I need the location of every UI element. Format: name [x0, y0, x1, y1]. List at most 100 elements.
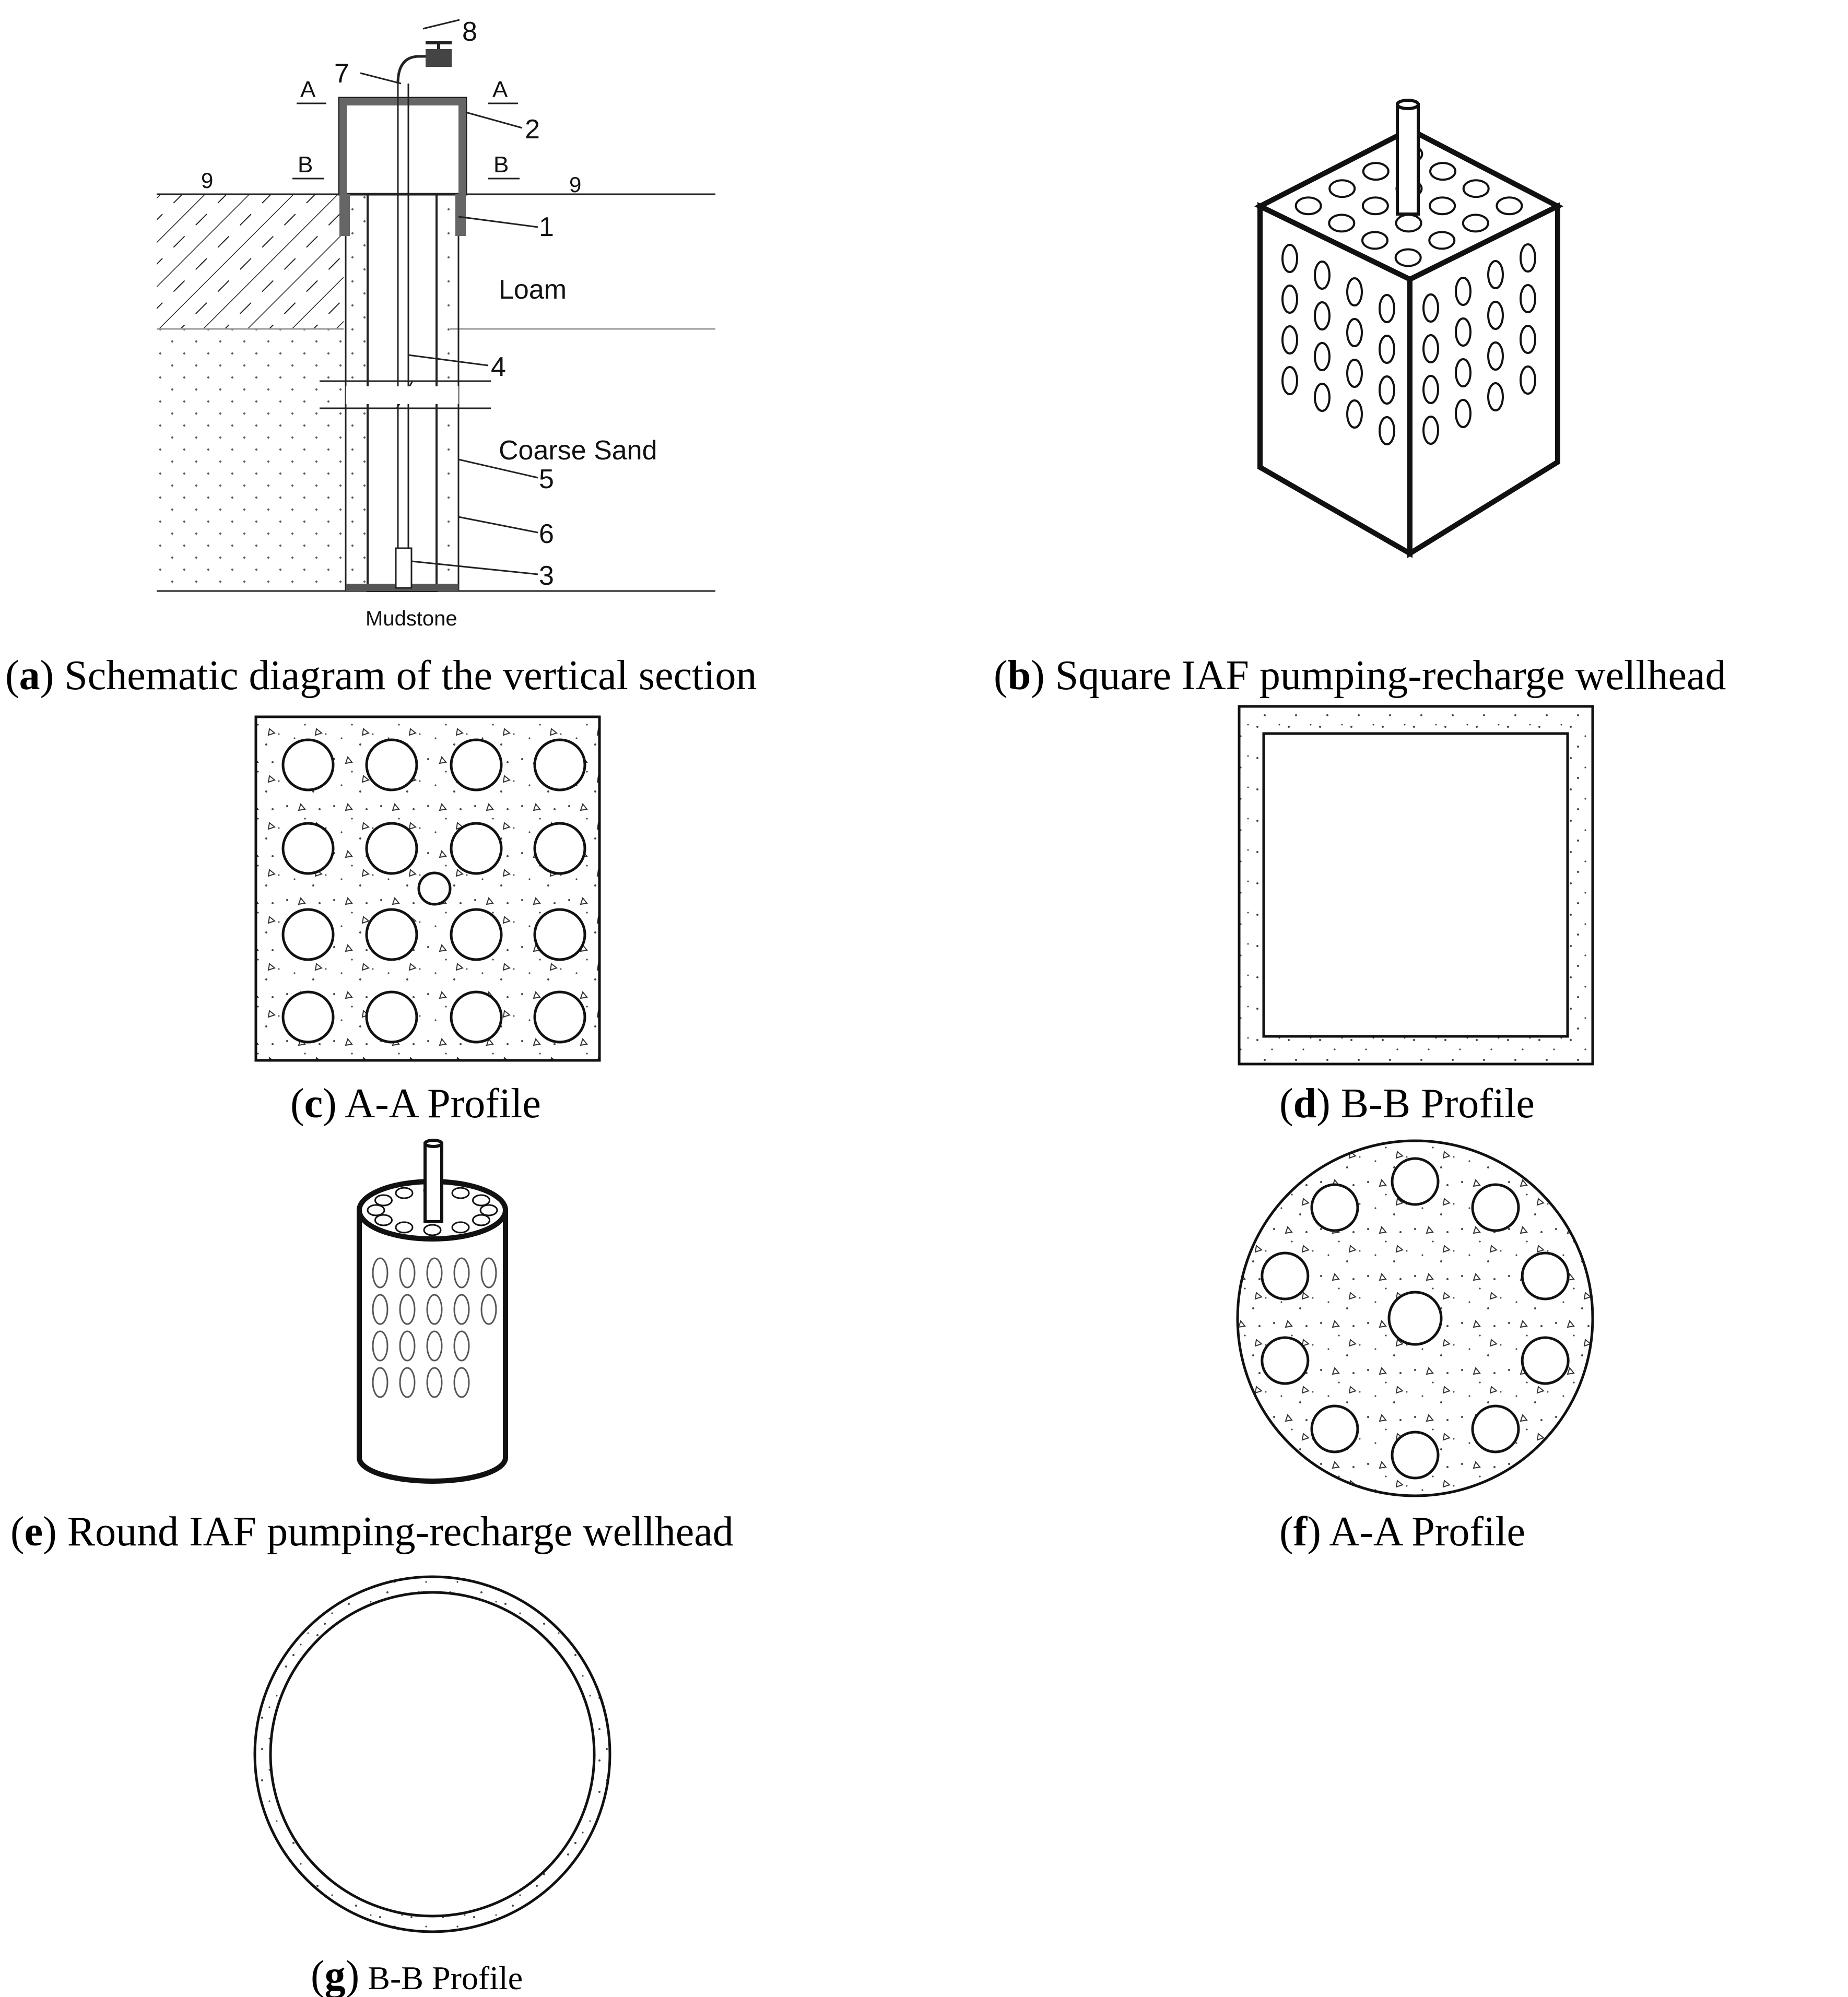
hole: [367, 1204, 385, 1216]
hole: [395, 1221, 414, 1234]
section-b-left: B: [298, 152, 313, 178]
center-pipe: [1396, 103, 1420, 216]
hole: [395, 1187, 414, 1199]
panel-f-aa-profile-round: (f) A-A Profile: [1236, 1139, 1594, 1555]
hole: [1361, 231, 1388, 250]
hole: [450, 738, 503, 791]
label-1: 1: [539, 212, 554, 242]
side-holes: [372, 1257, 497, 1398]
panel-g-bb-profile-round: (g) B-B Profile: [253, 1575, 611, 1997]
hole: [1346, 399, 1363, 429]
hole: [399, 1294, 416, 1325]
caption-a: (a) Schematic diagram of the vertical se…: [5, 653, 757, 699]
pump: [395, 547, 413, 589]
center-pipe: [423, 1142, 443, 1223]
hole: [1520, 284, 1536, 313]
caption-b: (b) Square IAF pumping-recharge wellhead: [994, 653, 1726, 699]
hole: [1328, 179, 1356, 198]
hole: [374, 1194, 393, 1207]
hole: [1310, 1404, 1359, 1454]
hole: [426, 1367, 443, 1398]
center-pipe-hole: [417, 871, 452, 906]
hole: [1520, 365, 1536, 395]
hole: [1314, 342, 1331, 371]
hole: [1429, 162, 1457, 181]
hole: [365, 908, 418, 961]
hole: [450, 908, 503, 961]
left-face-holes: [1281, 244, 1395, 445]
label-7: 7: [334, 58, 349, 89]
leader-lines: [360, 19, 538, 575]
coarse-sand-layer: [157, 329, 344, 591]
hole: [1521, 1251, 1570, 1301]
hole: [472, 1214, 491, 1226]
caption-c: (c) A-A Profile: [290, 1081, 541, 1127]
hole: [1395, 214, 1422, 233]
hole: [1281, 285, 1298, 314]
hole: [281, 822, 335, 875]
label-9-right: 9: [569, 172, 581, 197]
hole: [1455, 358, 1472, 387]
hole: [450, 990, 503, 1044]
hole: [533, 738, 586, 791]
hole: [480, 1257, 497, 1289]
hole: [1346, 277, 1363, 306]
hole: [426, 1294, 443, 1325]
hole: [533, 822, 586, 875]
label-5: 5: [539, 464, 554, 494]
hole: [1521, 1336, 1570, 1385]
profile-holes: [281, 738, 586, 1044]
hole: [426, 1330, 443, 1362]
hole: [1422, 375, 1439, 404]
hole: [1261, 1251, 1310, 1301]
panel-d-bb-profile-square: (d) B-B Profile: [1238, 705, 1594, 1127]
hole: [281, 738, 335, 791]
label-6: 6: [539, 519, 554, 549]
label-9-left: 9: [201, 168, 213, 193]
hole: [1294, 196, 1322, 216]
section-a-left: A: [300, 77, 316, 102]
hole: [1455, 317, 1472, 347]
hole: [281, 990, 335, 1044]
hole: [451, 1221, 470, 1234]
hole: [480, 1294, 497, 1325]
hole: [472, 1194, 491, 1207]
caption-e: (e) Round IAF pumping-recharge wellhead: [10, 1509, 734, 1555]
label-3: 3: [539, 561, 554, 591]
hole: [1394, 248, 1422, 267]
caption-g: (g) B-B Profile: [311, 1953, 523, 1997]
mudstone-label: Mudstone: [366, 607, 457, 630]
hole: [1361, 196, 1389, 216]
hole: [1328, 214, 1356, 233]
label-8: 8: [462, 17, 477, 47]
section-b-right: B: [493, 152, 509, 178]
hole: [1314, 383, 1331, 412]
hole: [399, 1330, 416, 1362]
hole: [1379, 375, 1395, 405]
panel-c-aa-profile-square: (c) A-A Profile: [254, 715, 601, 1127]
break-marks: [320, 380, 491, 409]
hole: [1281, 325, 1298, 355]
hole: [1314, 301, 1331, 330]
hole: [1487, 382, 1504, 411]
hole: [1487, 260, 1504, 289]
hole: [1261, 1336, 1310, 1385]
hole: [1310, 1183, 1359, 1232]
hole: [1455, 277, 1472, 306]
hole: [1422, 416, 1439, 445]
hole: [372, 1294, 389, 1325]
hole: [1462, 214, 1489, 233]
hole: [1429, 196, 1456, 216]
hole: [365, 822, 418, 875]
hole: [1379, 335, 1395, 364]
hole: [1281, 244, 1298, 273]
hole: [372, 1257, 389, 1289]
hole: [1281, 366, 1298, 395]
hole: [399, 1257, 416, 1289]
wellhead-cap: [338, 97, 467, 236]
label-2: 2: [525, 114, 540, 145]
hole: [453, 1330, 470, 1362]
hole: [1422, 293, 1439, 323]
hole: [479, 1204, 498, 1216]
loam-label: Loam: [499, 275, 567, 305]
